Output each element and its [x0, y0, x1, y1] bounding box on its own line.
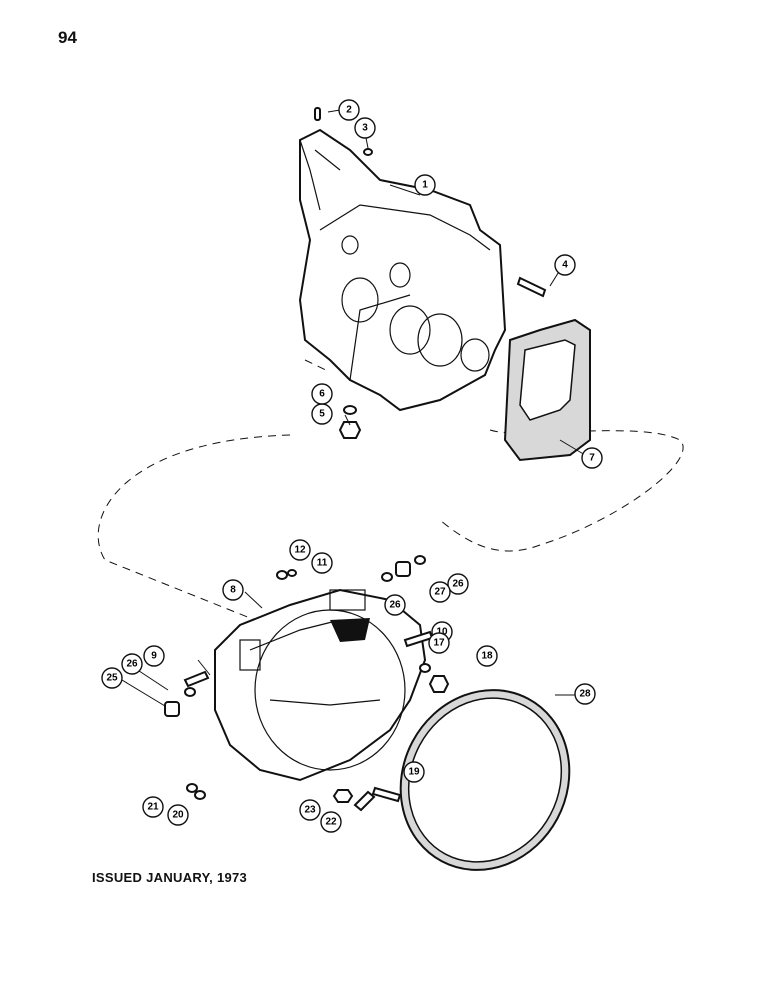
callout-label: 19	[408, 767, 420, 778]
callout-label: 26	[452, 579, 464, 590]
dowel-part-27	[395, 561, 411, 577]
callout-label: 12	[294, 545, 306, 556]
callout-23: 23	[299, 799, 321, 821]
washer-part-20	[194, 790, 206, 800]
nut-part-5	[338, 421, 362, 439]
callout-19: 19	[403, 761, 425, 783]
oring-part-26-mid	[381, 572, 393, 582]
callout-1: 1	[414, 174, 436, 196]
bolt-part-22	[353, 790, 376, 812]
oring-part-26-left	[184, 687, 196, 697]
callout-3: 3	[354, 117, 376, 139]
callout-label: 26	[126, 659, 138, 670]
callout-label: 8	[230, 585, 236, 596]
callout-27: 27	[429, 581, 451, 603]
callout-label: 26	[389, 600, 401, 611]
callout-7: 7	[581, 447, 603, 469]
oring-part-26-right	[414, 555, 426, 565]
callout-label: 5	[319, 409, 325, 420]
pin-part-2	[314, 107, 321, 121]
nut-part-23	[332, 789, 354, 803]
callout-label: 9	[151, 651, 157, 662]
callout-17: 17	[428, 632, 450, 654]
callout-label: 25	[106, 673, 118, 684]
callout-4: 4	[554, 254, 576, 276]
rear-gasket-part-28	[399, 689, 571, 871]
callout-label: 17	[433, 638, 445, 649]
callout-label: 7	[589, 453, 595, 464]
callout-28: 28	[574, 683, 596, 705]
nut-part-18	[428, 675, 450, 693]
callout-label: 3	[362, 123, 368, 134]
callout-label: 20	[172, 810, 184, 821]
callout-label: 21	[147, 802, 159, 813]
callout-label: 10	[436, 627, 448, 638]
callout-5: 5	[311, 403, 333, 425]
washer-part-3	[363, 148, 373, 156]
callout-label: 18	[481, 651, 493, 662]
nut-part-12	[276, 570, 288, 580]
callout-26-right: 26	[447, 573, 469, 595]
callout-8: 8	[222, 579, 244, 601]
nut-part-21	[186, 783, 198, 793]
callout-22: 22	[320, 811, 342, 833]
callout-2: 2	[338, 99, 360, 121]
callout-label: 6	[319, 389, 325, 400]
callout-26-mid: 26	[384, 594, 406, 616]
bell-housing-part-8	[214, 588, 427, 782]
washer-part-6	[343, 405, 357, 415]
upper-housing-part	[298, 128, 507, 412]
callout-9: 9	[143, 645, 165, 667]
dowel-part-25	[164, 701, 180, 717]
callout-label: 28	[579, 689, 591, 700]
upper-gasket-part-7	[503, 318, 591, 462]
page-number: 94	[58, 28, 77, 47]
callout-12: 12	[289, 539, 311, 561]
callout-11: 11	[311, 552, 333, 574]
callout-label: 2	[346, 105, 352, 116]
callout-6: 6	[311, 383, 333, 405]
callout-label: 4	[562, 260, 568, 271]
stud-part-4	[516, 276, 547, 298]
callout-20: 20	[167, 804, 189, 826]
callout-18: 18	[476, 645, 498, 667]
assembly-dashed-outline	[97, 359, 684, 651]
washer-part-11	[287, 569, 297, 577]
washer-part-17	[419, 663, 431, 673]
callout-label: 22	[325, 817, 337, 828]
callout-25: 25	[101, 667, 123, 689]
callout-label: 1	[422, 180, 428, 191]
callout-21: 21	[142, 796, 164, 818]
callout-label: 23	[304, 805, 316, 816]
callout-26-left: 26	[121, 653, 143, 675]
issued-date: ISSUED JANUARY, 1973	[92, 870, 248, 885]
pin-part-9	[183, 670, 210, 688]
bolt-part-19	[371, 786, 402, 803]
callout-label: 27	[434, 587, 446, 598]
callout-label: 11	[317, 558, 328, 569]
